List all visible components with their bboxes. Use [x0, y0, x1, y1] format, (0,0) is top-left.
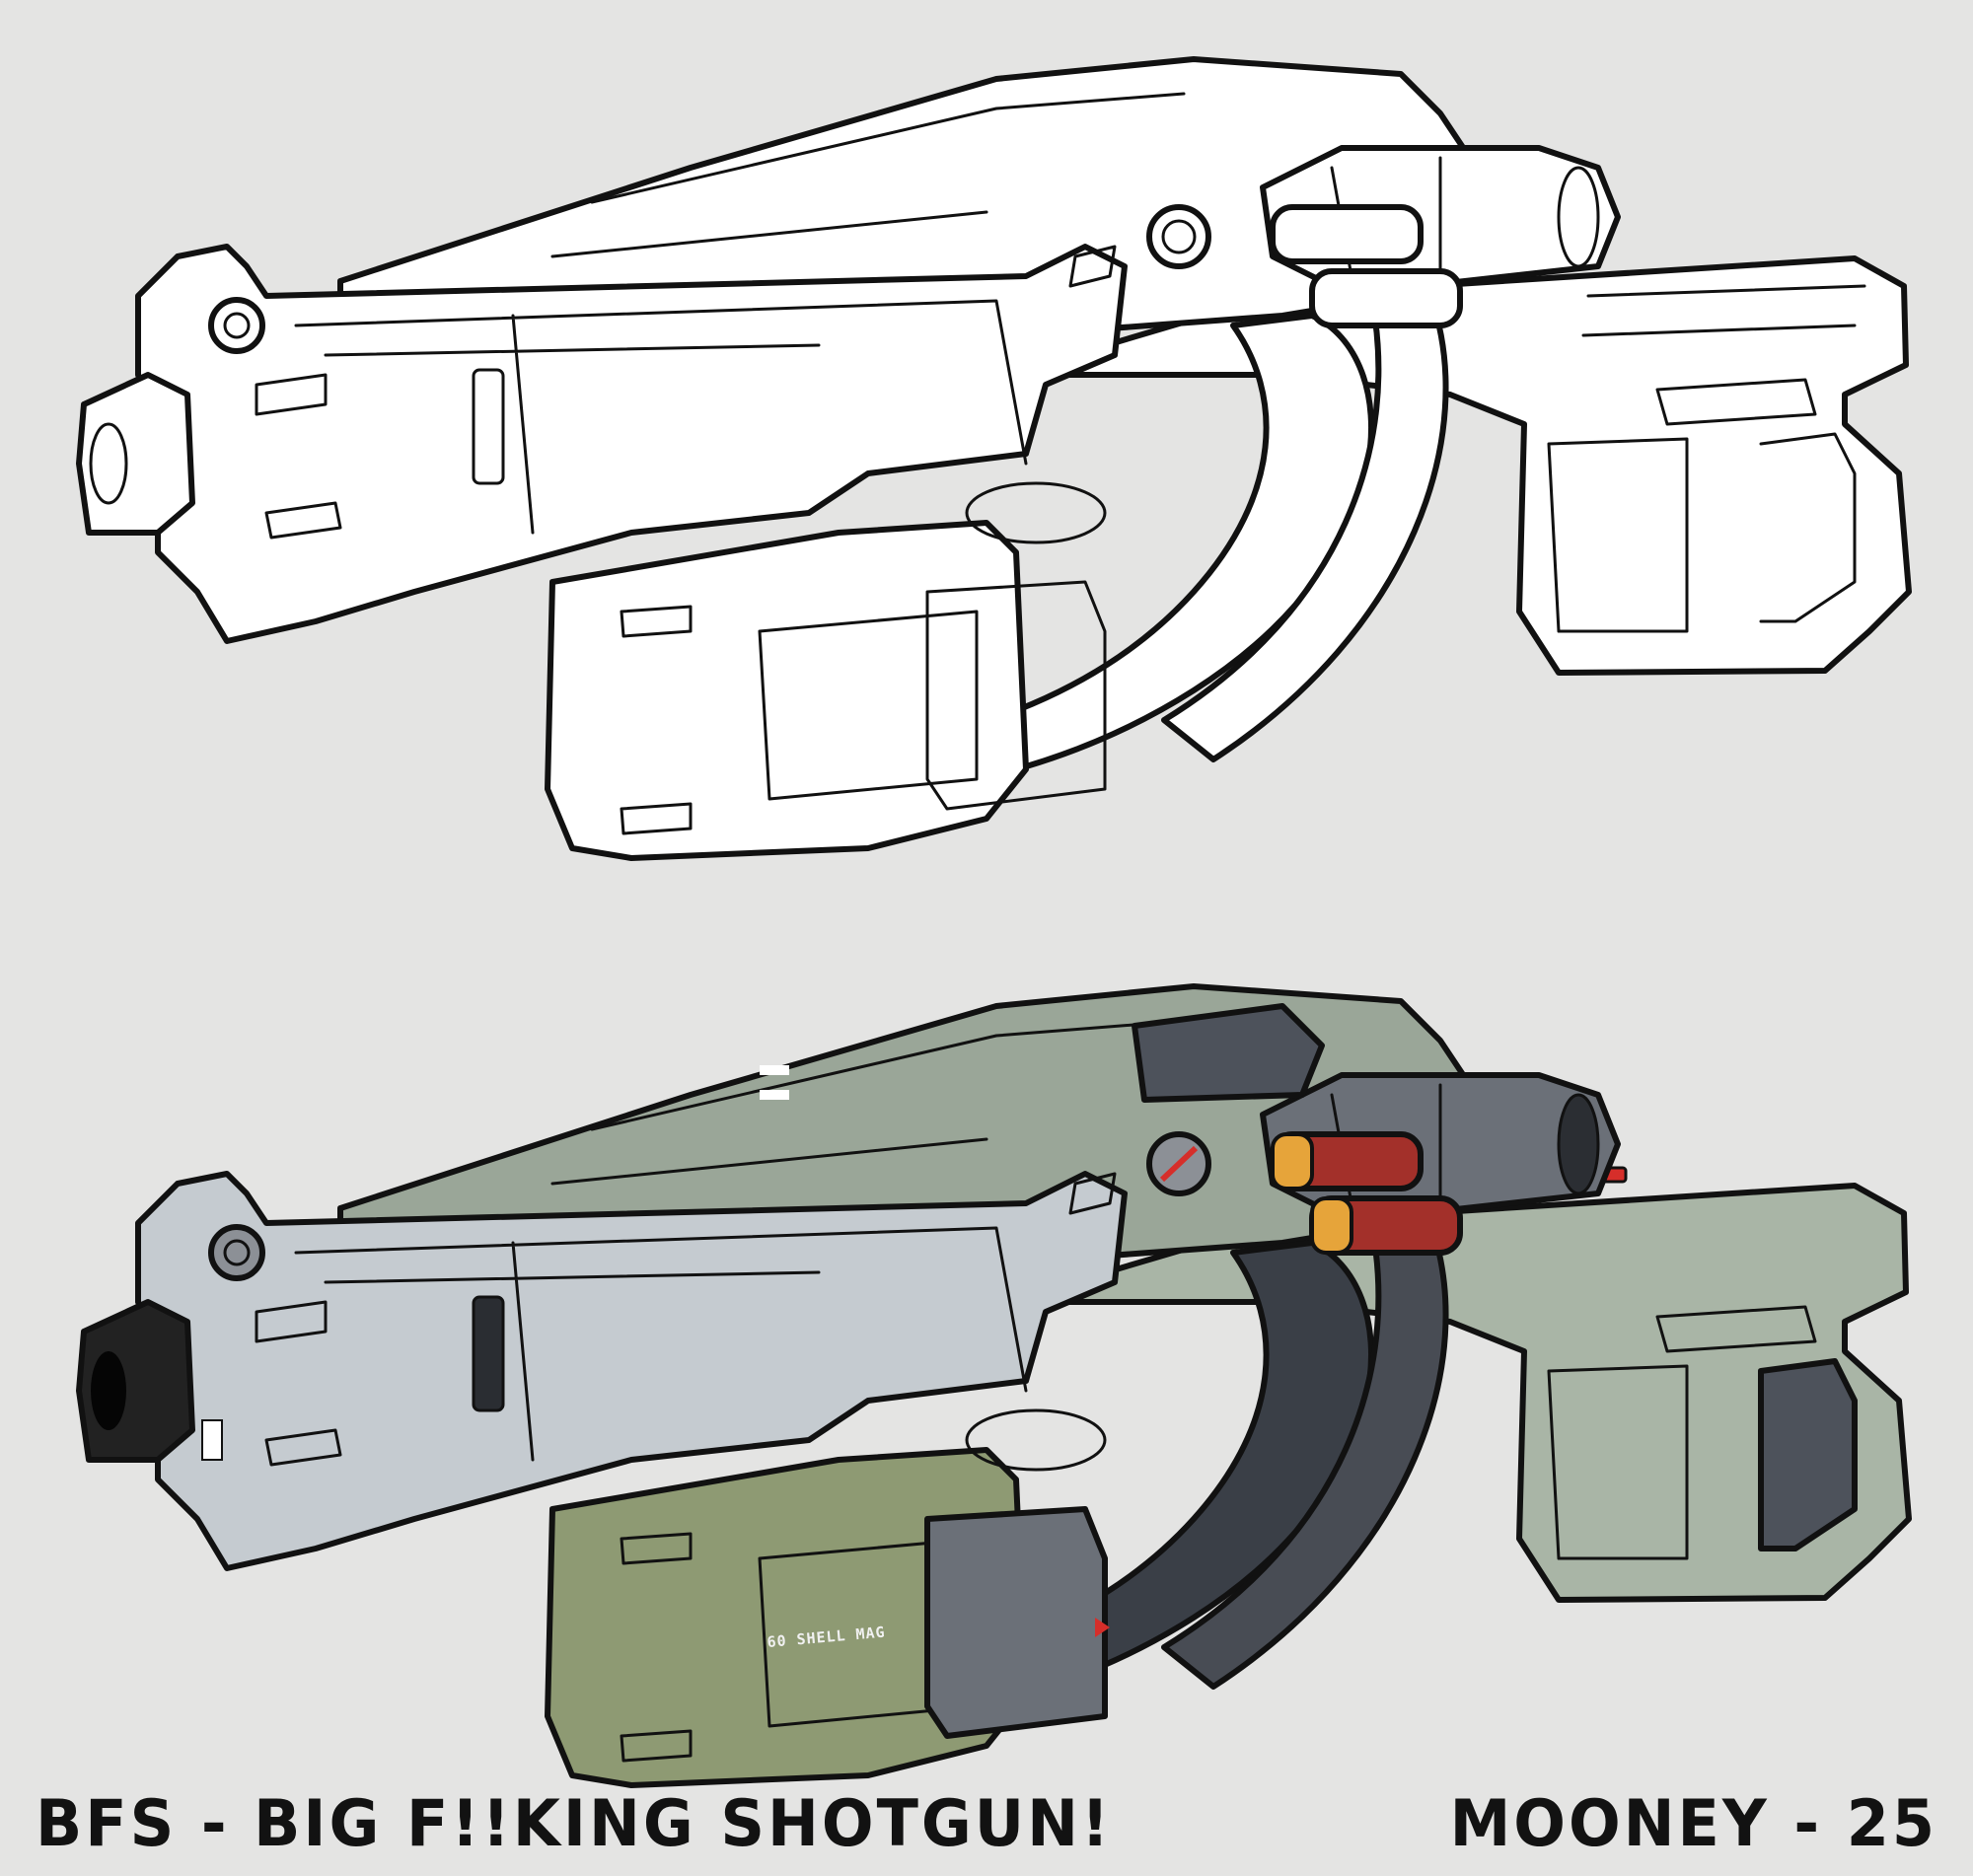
colored-stock — [1003, 1166, 1912, 1603]
artist-signature: MOONEY - 25 — [1449, 1785, 1937, 1861]
colored-magazine: 60 SHELL MAG — [545, 1220, 1449, 1788]
lineart-shells — [1270, 204, 1463, 328]
shotgun-lineart — [76, 56, 1912, 861]
colored-receiver — [76, 1065, 1211, 1571]
shotgun-colored: 60 SHELL MAG — [76, 983, 1912, 1788]
colored-shells — [1270, 1131, 1463, 1256]
lineart-stock — [1003, 255, 1912, 676]
lineart-receiver — [76, 204, 1211, 644]
artwork-title: BFS - BIG F!!KING SHOTGUN! — [36, 1785, 1113, 1861]
lineart-magazine — [545, 293, 1449, 861]
